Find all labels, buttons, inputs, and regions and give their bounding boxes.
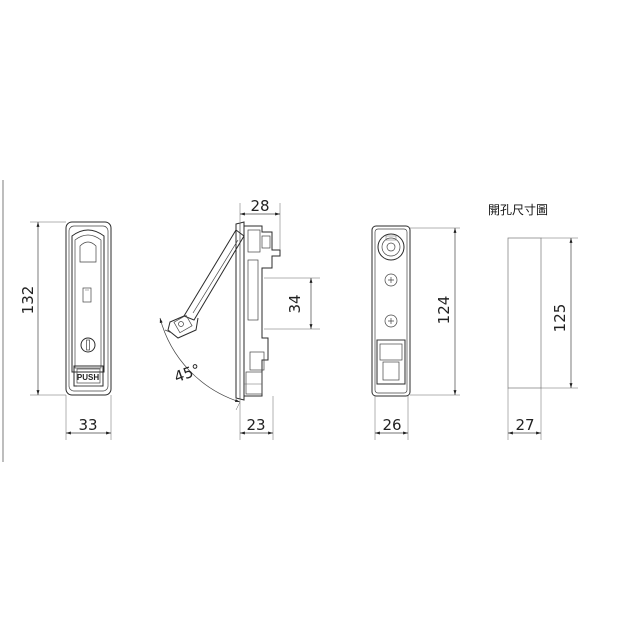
top-depth-label: 28 [250, 197, 269, 215]
push-button-text: PUSH [77, 373, 99, 382]
cutout-view: 開孔尺寸圖 125 27 [488, 203, 578, 440]
cutout-width-label: 27 [515, 416, 534, 434]
front-view: PUSH 132 33 [19, 221, 112, 440]
cutout-rect [507, 237, 542, 389]
cutout-height-label: 125 [551, 304, 569, 333]
angle-label: 45° [172, 360, 203, 386]
rear-width-label: 26 [382, 416, 401, 434]
rear-height-label: 124 [435, 296, 453, 325]
rear-view: 124 26 [371, 225, 460, 440]
side-view: 45° 28 34 23 [159, 197, 320, 440]
front-width-label: 33 [78, 416, 97, 434]
front-height-label: 132 [19, 286, 37, 315]
bottom-depth-label: 23 [246, 416, 265, 434]
spacing-label: 34 [286, 294, 304, 313]
cutout-title: 開孔尺寸圖 [488, 203, 548, 217]
